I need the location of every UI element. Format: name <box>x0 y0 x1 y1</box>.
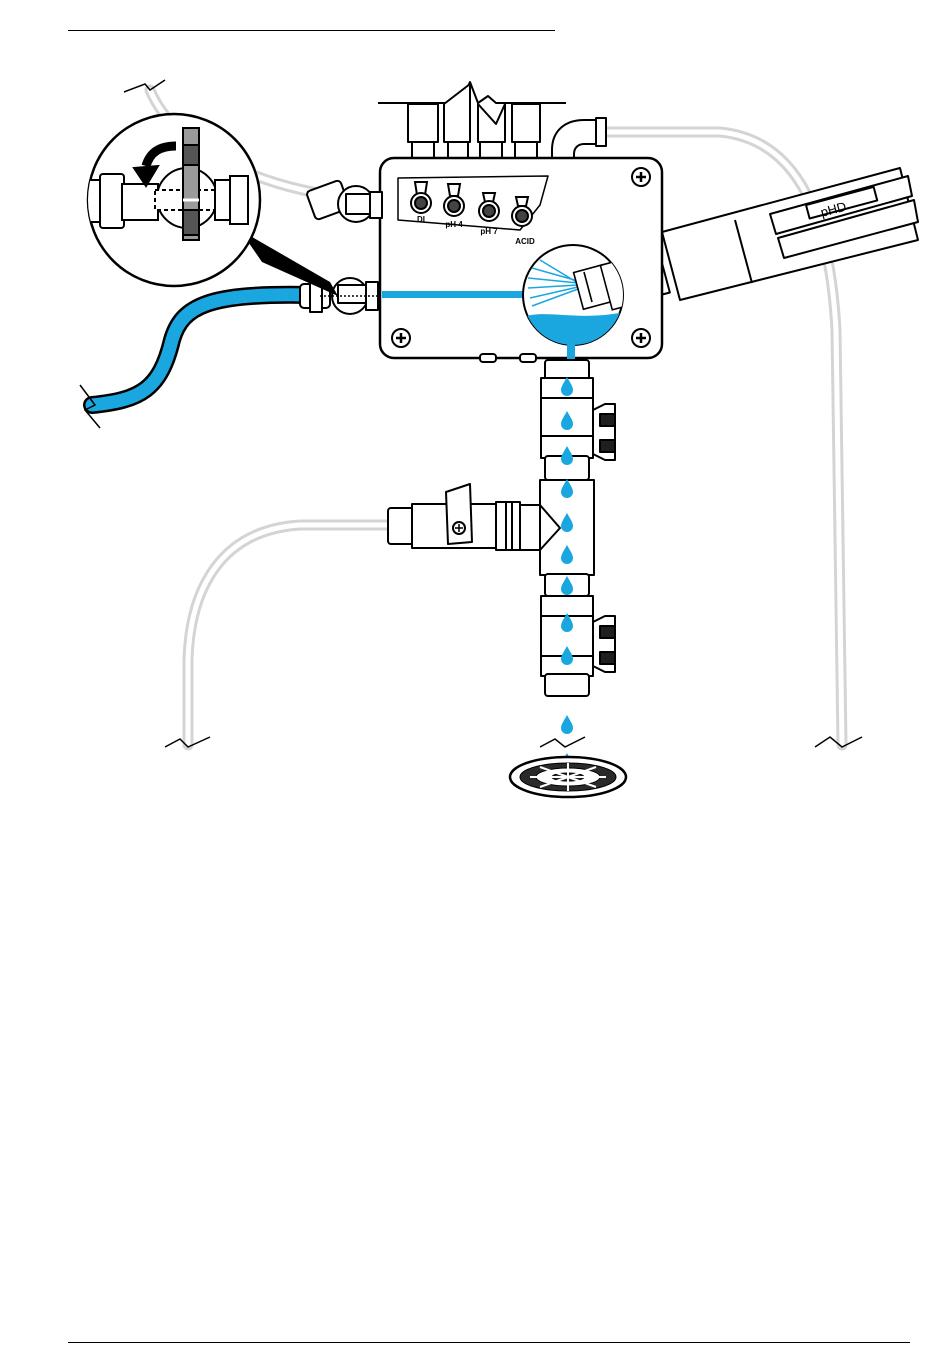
drain-grate-icon <box>510 757 626 797</box>
valve-label-ph4: pH 4 <box>445 220 463 229</box>
flow-line <box>382 291 532 298</box>
side-fittings <box>300 180 382 314</box>
valve-label-acid: ACID <box>515 237 535 246</box>
drain-assembly <box>388 360 615 696</box>
valve-label-ph7: pH 7 <box>480 227 498 236</box>
footer-rule <box>68 1342 910 1343</box>
valve-label-di: DI <box>417 215 425 224</box>
top-fittings <box>378 82 606 162</box>
blue-inlet-tube <box>92 295 310 405</box>
phd-probe: pHD <box>622 168 918 302</box>
zoom-callout <box>80 114 338 296</box>
